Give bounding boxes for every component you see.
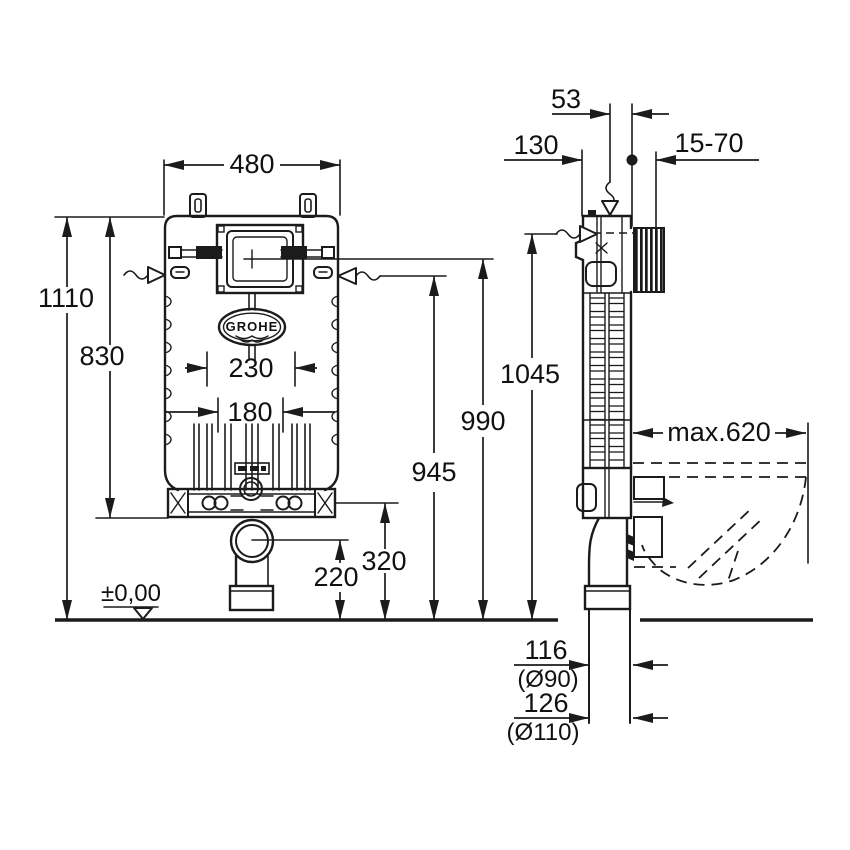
dia-90-label: (Ø90) — [517, 666, 578, 693]
dim-180: 180 — [166, 397, 335, 433]
side-view-frame — [574, 210, 665, 520]
actuation-rods — [168, 246, 335, 279]
dim-max620-label: max.620 — [667, 417, 771, 447]
brand-logo-text: GROHE — [226, 319, 279, 334]
outlet-elbow-side — [583, 476, 674, 724]
dim-990-label: 990 — [460, 406, 505, 436]
dim-1045: 1045 — [500, 225, 598, 620]
dim-126-label: 126 — [523, 688, 568, 718]
dim-max620: max.620 — [633, 417, 809, 564]
dim-15-70: 15-70 — [655, 128, 759, 228]
dim-220-label: 220 — [313, 562, 358, 592]
dim-1045-label: 1045 — [500, 359, 560, 389]
mounting-bracket — [166, 487, 337, 519]
wc-bowl-outline — [633, 462, 807, 586]
outlet-assembly-front — [228, 462, 275, 612]
dim-945: 945 — [379, 275, 457, 620]
dim-53-label: 53 — [551, 84, 581, 114]
dim-15-70-label: 15-70 — [674, 128, 743, 158]
floor-level-label: ±0,00 — [101, 580, 161, 607]
dia-110-label: (Ø110) — [507, 719, 580, 746]
floor-level-mark: ±0,00 — [101, 580, 161, 620]
dim-990: 990 — [243, 258, 506, 620]
dim-220: 220 — [251, 539, 359, 620]
dim-53: 53 — [551, 84, 669, 227]
dim-outlet-90: 116 (Ø90) — [514, 635, 668, 693]
dim-945-label: 945 — [411, 457, 456, 487]
front-view-frame — [163, 193, 340, 492]
internal-pipes — [193, 423, 311, 491]
water-supply-arrows-front — [123, 266, 381, 285]
dim-230: 230 — [185, 351, 317, 387]
dim-180-label: 180 — [227, 397, 272, 427]
dim-830-label: 830 — [79, 341, 124, 371]
brand-logo: GROHE — [217, 292, 287, 361]
dim-1110: 1110 — [38, 216, 165, 620]
hanger-tabs — [189, 193, 317, 218]
dim-320: 320 — [334, 502, 407, 620]
frame-rungs — [590, 296, 624, 464]
dim-320-label: 320 — [361, 546, 406, 576]
dim-480-label: 480 — [229, 149, 274, 179]
dim-1110-label: 1110 — [38, 283, 94, 313]
dim-130: 130 — [504, 130, 583, 217]
dim-830: 830 — [79, 217, 169, 519]
dim-230-label: 230 — [228, 353, 273, 383]
dim-116-label: 116 — [524, 635, 567, 665]
dim-outlet-110: 126 (Ø110) — [507, 688, 668, 746]
dim-130-label: 130 — [513, 130, 558, 160]
dim-480: 480 — [163, 149, 341, 216]
wall-fixing-block — [633, 227, 665, 293]
